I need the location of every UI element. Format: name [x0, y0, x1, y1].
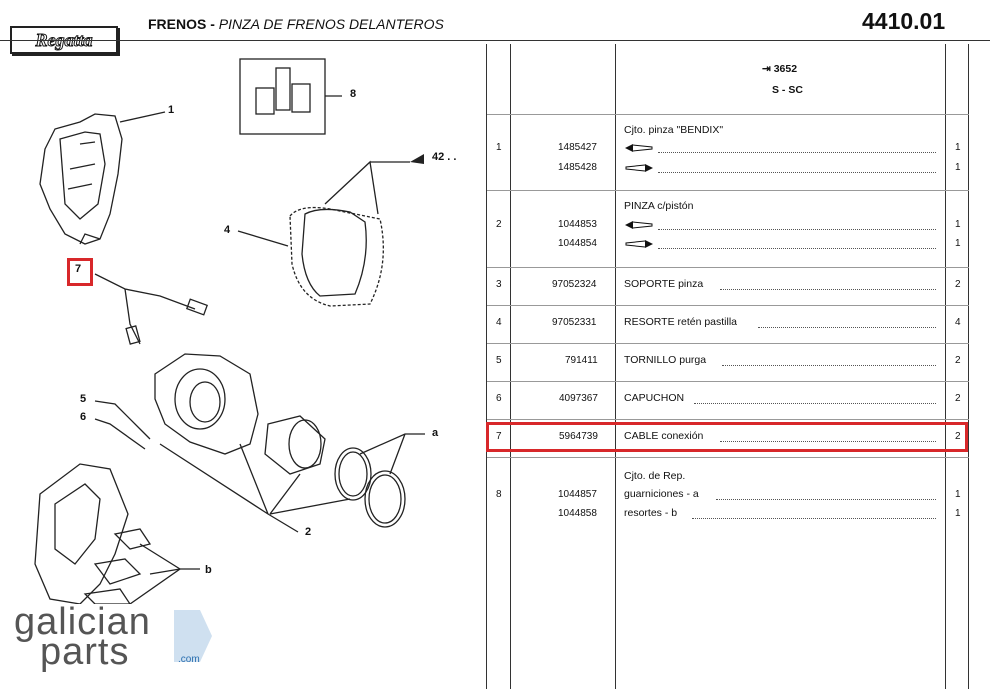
row-desc: SOPORTE pinza [624, 278, 704, 290]
row-qty: 1 [955, 238, 961, 249]
row-qty: 2 [955, 393, 961, 404]
row-code: 97052324 [552, 279, 597, 290]
row-pos: 4 [496, 317, 502, 328]
callout-7: 7 [75, 263, 82, 275]
row-sep [487, 114, 969, 115]
applicability-line1: ⇥ 3652 [762, 63, 798, 75]
right-side-arrow-icon [625, 164, 653, 172]
row-code: 4097367 [559, 393, 598, 404]
page-title: FRENOS - PINZA DE FRENOS DELANTEROS [148, 16, 444, 32]
group-label: Cjto. de Rep. [624, 470, 686, 482]
row-code: 1044853 [558, 219, 597, 230]
row-desc: TORNILLO purga [624, 354, 707, 366]
row-pos: 6 [496, 393, 502, 404]
callout-a: a [432, 427, 439, 439]
title-sub: PINZA DE FRENOS DELANTEROS [218, 16, 444, 32]
table-col-sep-desc [945, 44, 946, 689]
row-code: 1485428 [558, 162, 597, 173]
leader-dots [694, 403, 936, 404]
group-label: Cjto. pinza "BENDIX" [624, 124, 724, 136]
left-side-arrow-icon [625, 144, 653, 152]
row-code: 1044854 [558, 238, 597, 249]
applicability-line2: S - SC [772, 84, 803, 96]
row-code: 1044858 [558, 508, 597, 519]
callout-b: b [205, 564, 212, 576]
table-left-border [486, 44, 487, 689]
watermark-line2: parts [40, 631, 130, 673]
table-col-sep-code [615, 44, 616, 689]
leader-dots [692, 518, 936, 519]
row-sep [487, 190, 969, 191]
row-pos: 1 [496, 142, 502, 153]
row-qty: 1 [955, 508, 961, 519]
leader-dots [720, 289, 936, 290]
exploded-diagram [34, 58, 425, 604]
row-pos: 2 [496, 219, 502, 230]
group-label: PINZA c/pistón [624, 200, 694, 212]
callout-1: 1 [168, 104, 175, 116]
highlight-callout-7 [67, 258, 93, 286]
row-sep [487, 457, 969, 458]
row-desc: resortes - b [624, 507, 678, 519]
row-sep [487, 305, 969, 306]
callout-2: 2 [305, 526, 312, 538]
row-pos: 3 [496, 279, 502, 290]
callout-42: 42 . . [432, 151, 457, 163]
row-code: 1044857 [558, 489, 597, 500]
row-code: 791411 [565, 355, 598, 366]
row-pos: 8 [496, 489, 502, 500]
leader-dots [722, 365, 936, 366]
watermark-shape-icon [174, 610, 212, 662]
title-main: FRENOS - [148, 16, 219, 32]
callout-8: 8 [350, 88, 357, 100]
watermark-line1: galician [14, 601, 151, 643]
callout-5: 5 [80, 393, 87, 405]
row-qty: 4 [955, 317, 961, 328]
leader-dots [658, 248, 936, 249]
row-qty: 2 [955, 279, 961, 290]
leader-dots [658, 229, 936, 230]
right-side-arrow-icon [625, 240, 653, 248]
row-sep [487, 343, 969, 344]
row-qty: 2 [955, 355, 961, 366]
header-rule [0, 40, 990, 41]
leader-dots [716, 499, 936, 500]
row-desc: CAPUCHON [624, 392, 685, 404]
row-qty: 1 [955, 219, 961, 230]
row-desc: CABLE conexión [624, 430, 704, 442]
leader-dots [758, 327, 936, 328]
table-col-sep-pos [510, 44, 511, 689]
leader-dots [658, 172, 936, 173]
row-code: 1485427 [558, 142, 597, 153]
callout-4: 4 [224, 224, 231, 236]
leader-dots [658, 152, 936, 153]
leader-dots [720, 441, 936, 442]
table-col-sep-qty [968, 44, 969, 689]
row-pos: 5 [496, 355, 502, 366]
watermark-suffix: .com [178, 654, 200, 665]
row-code: 5964739 [559, 431, 598, 442]
row-qty: 2 [955, 431, 961, 442]
reference-number: 4410.01 [862, 8, 946, 34]
row-desc: guarniciones - a [624, 488, 699, 500]
row-qty: 1 [955, 489, 961, 500]
row-qty: 1 [955, 142, 961, 153]
row-qty: 1 [955, 162, 961, 173]
callout-6: 6 [80, 411, 87, 423]
row-pos: 7 [496, 431, 502, 442]
row-sep [487, 419, 969, 420]
row-code: 97052331 [552, 317, 597, 328]
row-desc: RESORTE retén pastilla [624, 316, 738, 328]
row-sep [487, 381, 969, 382]
highlight-row-7 [486, 422, 968, 452]
left-side-arrow-icon [625, 221, 653, 229]
row-sep [487, 267, 969, 268]
